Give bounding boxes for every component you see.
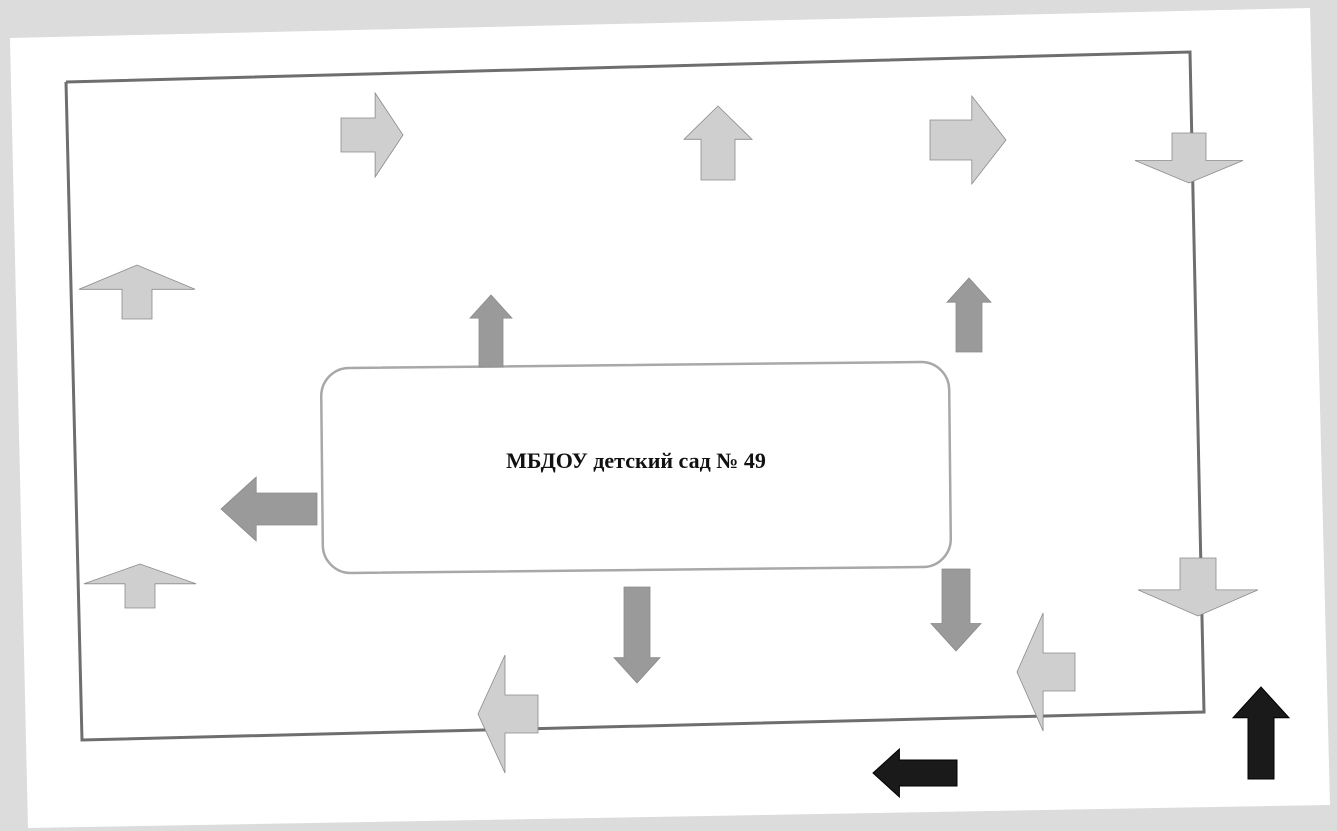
arrow-up-icon (1231, 686, 1291, 780)
arrow-left-icon (477, 654, 539, 774)
territory-boundary (64, 50, 1206, 742)
arrow-left-icon (1016, 612, 1076, 732)
arrow-up-icon (469, 294, 513, 368)
arrow-down-icon (930, 568, 982, 652)
arrow-up-icon (83, 563, 197, 609)
arrow-left-icon (220, 476, 318, 542)
arrow-up-icon (683, 105, 753, 181)
building-outline (319, 360, 953, 575)
arrow-down-icon (1137, 557, 1259, 617)
building-label: МБДОУ детский сад № 49 (506, 448, 766, 473)
arrow-right-icon (929, 94, 1007, 186)
arrow-down-icon (613, 586, 661, 684)
arrow-down-icon (1134, 132, 1244, 184)
arrow-up-icon (78, 264, 196, 320)
arrow-up-icon (946, 277, 992, 353)
arrow-left-icon (872, 747, 958, 799)
arrow-right-icon (340, 91, 404, 179)
